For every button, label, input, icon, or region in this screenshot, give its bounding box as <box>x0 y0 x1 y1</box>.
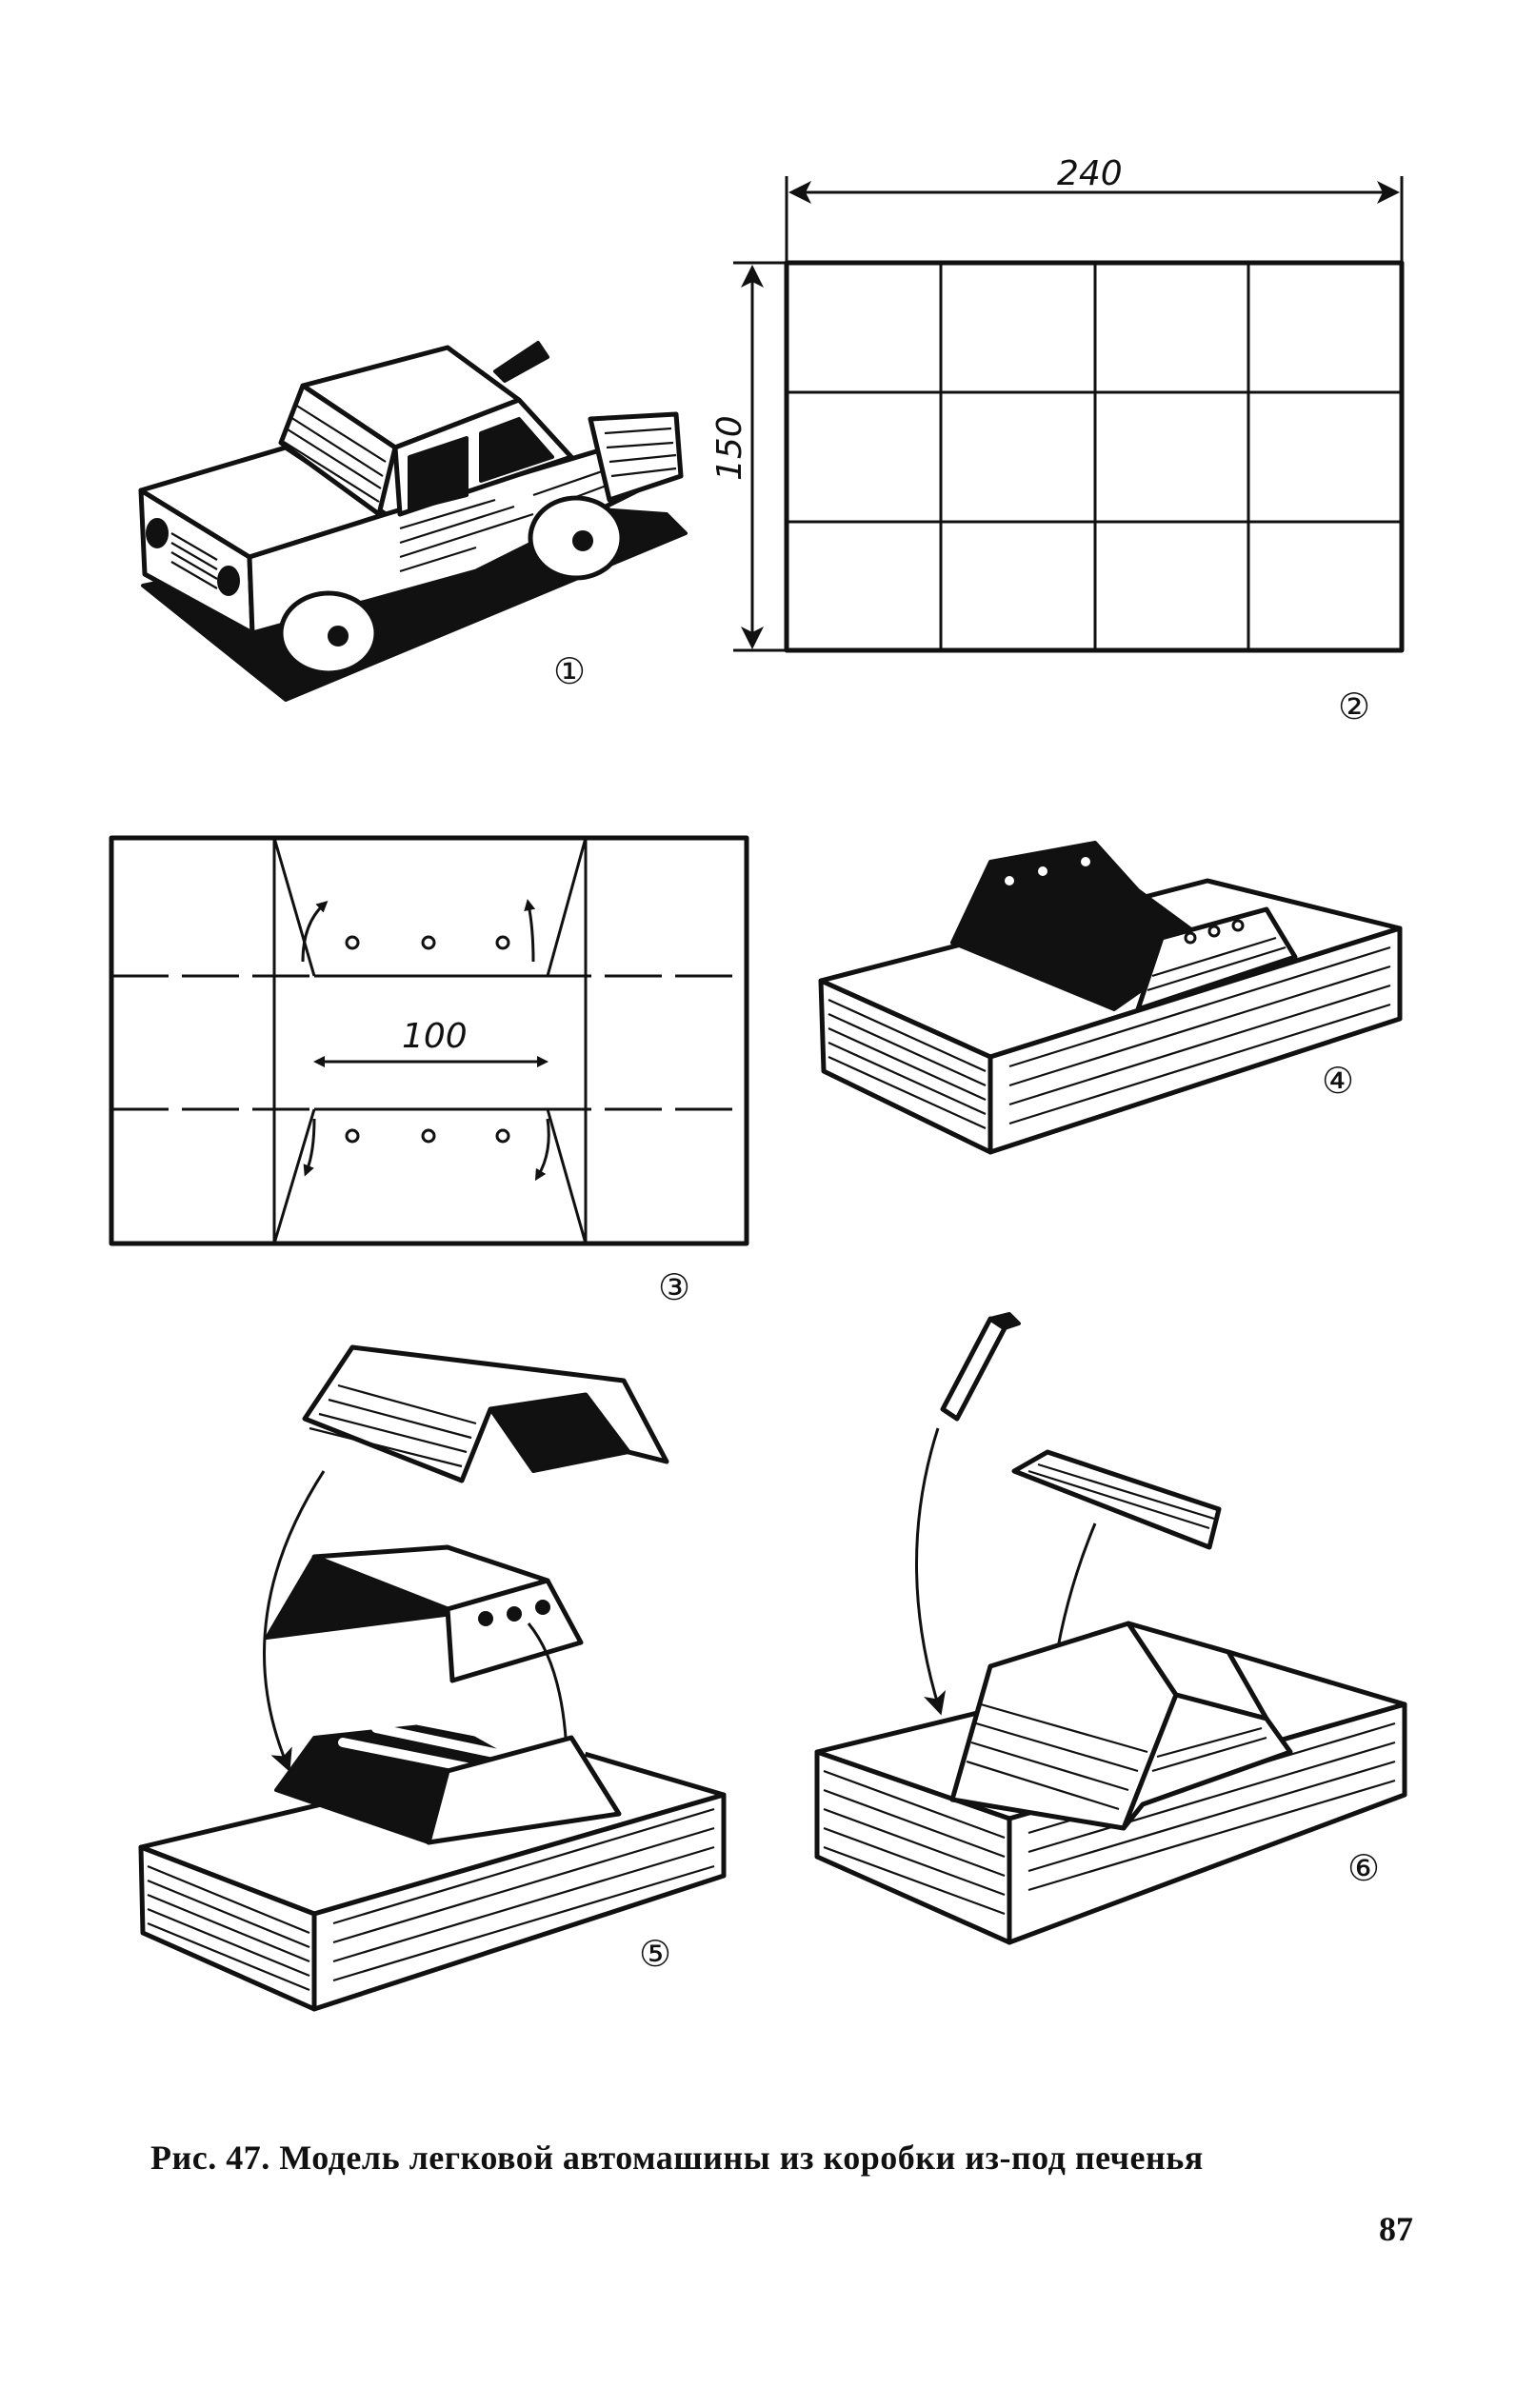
step-number-1: ① <box>553 650 586 692</box>
panel-6-strips: ⑥ <box>814 1312 1407 1945</box>
step-number-4: ④ <box>1322 1060 1354 1102</box>
panel-1-car-drawing: ① <box>138 341 688 702</box>
dimension-center-label: 100 <box>402 1017 468 1056</box>
panel-5-assembly: ⑤ <box>138 1344 727 2012</box>
step-number-2: ② <box>1338 686 1370 727</box>
step-number-5: ⑤ <box>639 1933 671 1975</box>
panel-3-pattern: 100 ③ <box>109 835 749 1308</box>
page-number: 87 <box>1379 2210 1413 2248</box>
step-number-6: ⑥ <box>1347 1847 1380 1889</box>
dimension-width-label: 240 <box>1057 154 1123 193</box>
step-number-3: ③ <box>658 1266 690 1308</box>
panel-4-box: ④ <box>818 841 1403 1155</box>
figure-caption: Рис. 47. Модель легковой автомашины из к… <box>150 2139 1204 2177</box>
dimension-height-label: 150 <box>710 415 749 481</box>
panel-2-grid-sheet: 240 150 ② <box>710 154 1405 727</box>
